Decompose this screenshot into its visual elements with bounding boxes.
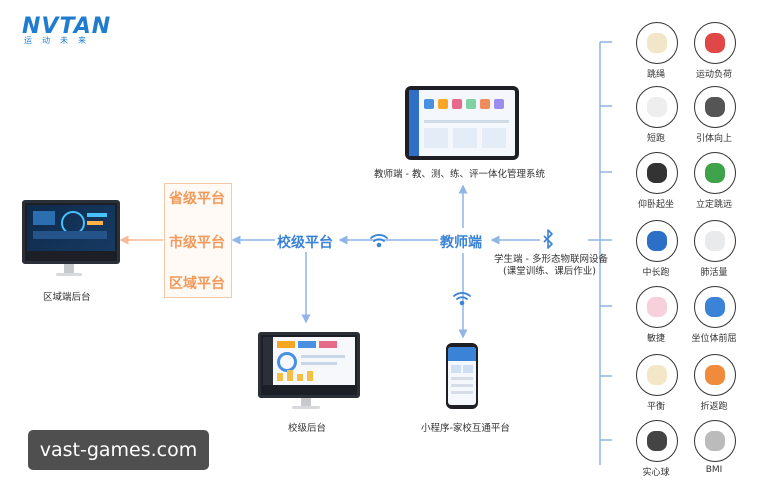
- wifi-icon-phone: [453, 292, 471, 306]
- device-label: 敏捷: [646, 334, 665, 344]
- brand-logo: NVTAN: [22, 14, 112, 39]
- balance-disc-icon: [636, 354, 678, 396]
- bluetooth-icon: [543, 229, 553, 249]
- school-backend-label: 校级后台: [288, 423, 327, 434]
- device-label: 中长跑: [642, 268, 670, 278]
- miniprogram-label: 小程序-家校互通平台: [421, 423, 510, 434]
- jump-rope-icon: [636, 22, 678, 64]
- heart-rate-band-icon: [694, 22, 736, 64]
- cone-icon: [694, 354, 736, 396]
- device-label: 平衡: [646, 402, 665, 412]
- device-label: 引体向上: [695, 134, 732, 144]
- device-label: 立定跳远: [695, 200, 732, 210]
- device-label: 肺活量: [700, 268, 728, 278]
- wristband-icon: [636, 220, 678, 262]
- student-label: 学生端 - 多形态物联网设备: [494, 254, 608, 265]
- device-label: 实心球: [642, 468, 670, 478]
- regional-backend-monitor: [22, 200, 120, 264]
- device-label: BMI: [705, 465, 723, 475]
- watermark: vast-games.com: [28, 430, 209, 470]
- long-jump-mat-icon: [694, 152, 736, 194]
- province-platform-label: 省级平台: [169, 191, 225, 207]
- district-platform-label: 区域平台: [169, 276, 225, 292]
- regional-backend-label: 区域端后台: [43, 292, 91, 303]
- spirometer-icon: [694, 220, 736, 262]
- agility-pad-icon: [636, 286, 678, 328]
- city-platform-label: 市级平台: [169, 235, 225, 251]
- teacher-tablet: [405, 86, 519, 160]
- sit-up-belt-icon: [636, 152, 678, 194]
- teacher-system-label: 教师端 - 教、测、练、评一体化管理系统: [374, 169, 545, 180]
- device-label: 仰卧起坐: [637, 200, 674, 210]
- sit-and-reach-icon: [694, 286, 736, 328]
- device-label: 跳绳: [646, 70, 665, 80]
- device-label: 运动负荷: [695, 70, 732, 80]
- teacher-label: 教师端: [440, 235, 482, 251]
- brand-slogan: 运动未来: [24, 36, 96, 45]
- device-label: 短跑: [646, 134, 665, 144]
- wifi-icon-school: [370, 234, 388, 248]
- school-platform-label: 校级平台: [277, 235, 333, 251]
- device-label: 坐位体前屈: [691, 334, 737, 344]
- sprint-sensor-icon: [636, 86, 678, 128]
- height-scale-icon: [694, 420, 736, 462]
- platform-hierarchy-box: [164, 183, 232, 298]
- pull-up-sensor-icon: [694, 86, 736, 128]
- student-sublabel: (课堂训练、课后作业): [503, 266, 596, 277]
- school-backend-monitor: [258, 332, 360, 398]
- miniprogram-phone: [446, 343, 478, 409]
- medicine-ball-icon: [636, 420, 678, 462]
- device-label: 折返跑: [700, 402, 728, 412]
